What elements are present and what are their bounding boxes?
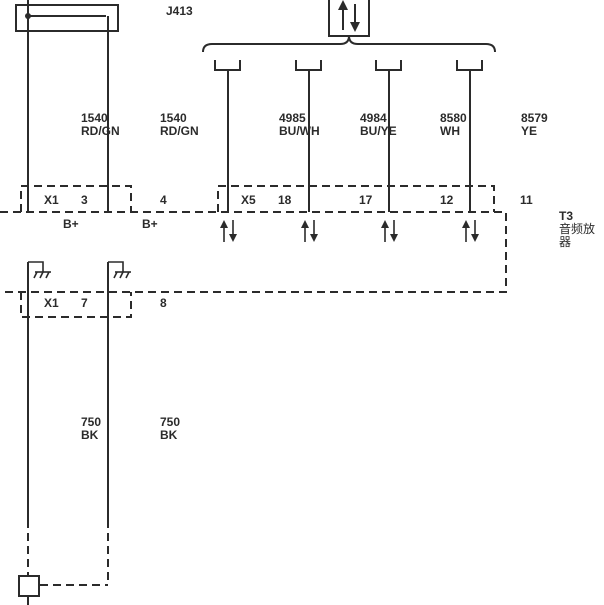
bidirectional-arrow-icon bbox=[301, 220, 318, 242]
amplifier-code: T3 bbox=[559, 209, 573, 223]
wire-color: WH bbox=[440, 124, 460, 138]
connector-x1-top: X1 3 4 bbox=[20, 185, 167, 212]
amplifier-name: 音频放 bbox=[559, 221, 595, 236]
wire-color: RD/GN bbox=[160, 124, 199, 138]
wire-circuit: 4984 bbox=[360, 111, 387, 125]
j413-component bbox=[15, 4, 119, 32]
bidirectional-arrow-icon bbox=[462, 220, 479, 242]
connector-name: X5 bbox=[241, 193, 256, 207]
ground-icon bbox=[108, 261, 131, 279]
connector-pin: 17 bbox=[359, 193, 373, 207]
wire-color: BU/WH bbox=[279, 124, 320, 138]
wire-labels: 1540 RD/GN 1540 RD/GN 4985 BU/WH 4984 BU… bbox=[81, 111, 548, 442]
wire-circuit: 8579 bbox=[521, 111, 548, 125]
bidirectional-arrow-icon bbox=[381, 220, 398, 242]
wire-color: BU/YE bbox=[360, 124, 397, 138]
wire-circuit: 1540 bbox=[81, 111, 108, 125]
wire-circuit: 8580 bbox=[440, 111, 467, 125]
connector-pin: 7 bbox=[81, 296, 88, 310]
wire-color: RD/GN bbox=[81, 124, 120, 138]
connector-name: X1 bbox=[44, 193, 59, 207]
bidirectional-arrow-icon bbox=[220, 220, 237, 242]
splice-brackets bbox=[214, 60, 483, 71]
connector-pin: 18 bbox=[278, 193, 292, 207]
j413-label: J413 bbox=[166, 4, 193, 18]
ground-terminal bbox=[18, 575, 40, 597]
amplifier-name: 器 bbox=[559, 235, 571, 249]
ground-icon bbox=[28, 261, 51, 279]
data-arrows bbox=[220, 220, 479, 242]
wire-circuit: 1540 bbox=[160, 111, 187, 125]
audio-amplifier-component: T3 音频放 器 B+ B+ bbox=[0, 209, 595, 293]
connector-x5: X5 18 17 12 11 bbox=[217, 185, 533, 212]
wires bbox=[27, 0, 471, 605]
wire-color: BK bbox=[160, 428, 178, 442]
connector-pin: 11 bbox=[520, 193, 533, 207]
power-label: B+ bbox=[63, 217, 79, 231]
connector-pin: 3 bbox=[81, 193, 88, 207]
connector-pin: 8 bbox=[160, 296, 167, 310]
wire-color: YE bbox=[521, 124, 537, 138]
connector-pin: 4 bbox=[160, 193, 167, 207]
bidirectional-arrow-icon bbox=[338, 0, 360, 32]
connector-name: X1 bbox=[44, 296, 59, 310]
data-bus-bracket bbox=[202, 0, 496, 53]
wire-circuit: 750 bbox=[160, 415, 180, 429]
connector-x1-bottom: X1 7 8 bbox=[20, 292, 167, 318]
connector-pin: 12 bbox=[440, 193, 454, 207]
wire-color: BK bbox=[81, 428, 99, 442]
power-label: B+ bbox=[142, 217, 158, 231]
wire-circuit: 750 bbox=[81, 415, 101, 429]
wire-circuit: 4985 bbox=[279, 111, 306, 125]
